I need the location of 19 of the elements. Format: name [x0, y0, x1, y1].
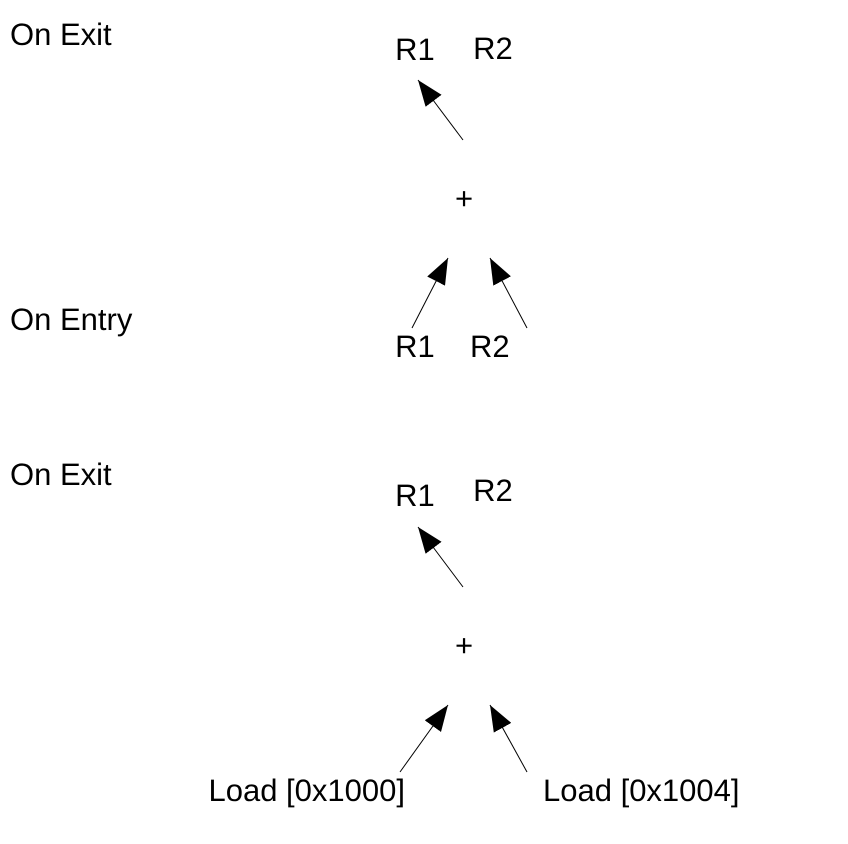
node-label: R1	[395, 330, 435, 364]
row-label: On Entry	[10, 303, 132, 338]
node-label: R2	[473, 474, 513, 508]
node-label: Load [0x1004]	[543, 774, 740, 808]
node-label: R2	[470, 330, 510, 364]
arrow	[400, 704, 448, 772]
node-label: Load [0x1000]	[208, 774, 405, 808]
row-label: On Exit	[10, 458, 112, 492]
arrow	[418, 80, 464, 140]
node-label: +	[454, 182, 474, 216]
node-label: R1	[395, 32, 435, 68]
arrow	[490, 258, 528, 328]
node-label: R2	[473, 32, 513, 66]
arrow	[418, 526, 464, 588]
node-label: +	[454, 628, 474, 664]
arrow	[490, 704, 528, 772]
node-label: R1	[395, 478, 435, 514]
arrow	[412, 258, 448, 328]
row-label: On Exit	[10, 18, 112, 52]
